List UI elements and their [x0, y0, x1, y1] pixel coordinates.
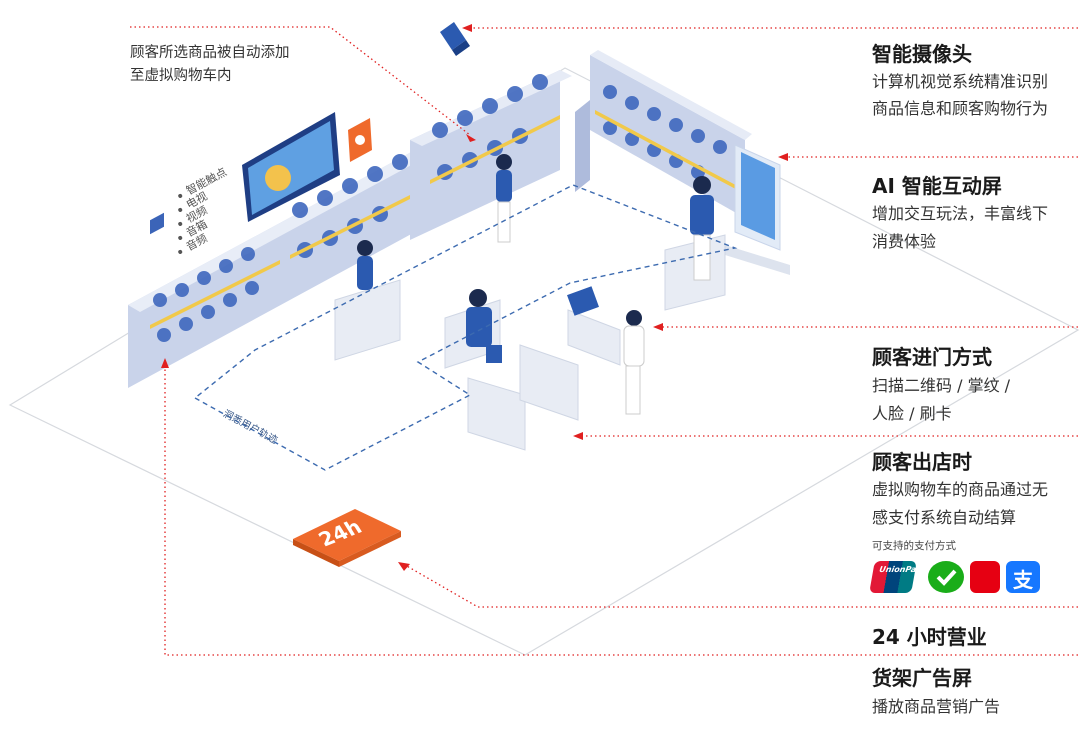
feature-desc-entry-1: 扫描二维码 / 掌纹 /	[872, 376, 1011, 395]
shelf-ad-screens	[150, 110, 745, 329]
qr-sign	[567, 286, 599, 316]
feature-title-ai-screen: AI 智能互动屏	[872, 174, 1002, 198]
callout-arrows	[161, 24, 788, 571]
speaker	[348, 118, 372, 162]
person-shopper-gate	[623, 310, 645, 415]
feature-desc-exit-1: 虚拟购物车的商品通过无	[872, 480, 1049, 499]
feature-title-camera: 智能摄像头	[872, 42, 972, 66]
person-shopper-kiosk	[690, 176, 714, 281]
feature-title-24h: 24 小时营业	[872, 625, 987, 649]
feature-desc-ai-screen-1: 增加交互玩法，丰富线下	[872, 204, 1049, 223]
person-shopper-left	[357, 240, 373, 290]
person-shopper-center	[466, 289, 502, 363]
tv-screen	[242, 112, 340, 222]
feature-desc-camera-1: 计算机视觉系统精准识别	[872, 72, 1049, 91]
callout-lines	[130, 26, 1078, 656]
feature-title-shelf-ads: 货架广告屏	[872, 666, 972, 690]
auto-add-note: 顾客所选商品被自动添加 至虚拟购物车内	[130, 42, 290, 88]
feature-title-exit: 顾客出店时	[872, 450, 972, 474]
24h-badge: 24h	[293, 509, 401, 569]
alipay-glyph: 支	[1013, 568, 1033, 592]
back-shelf	[410, 70, 572, 240]
feature-title-entry: 顾客进门方式	[872, 345, 992, 369]
wechat-pay-icon	[928, 561, 964, 593]
ai-kiosk	[725, 144, 790, 275]
feature-desc-ai-screen-2: 消费体验	[872, 232, 937, 251]
feature-desc-exit-2: 感支付系统自动结算	[872, 508, 1017, 527]
auto-add-note-line2: 至虚拟购物车内	[130, 68, 232, 84]
person-shopper-back	[496, 154, 512, 243]
camera	[440, 22, 470, 56]
feature-desc-camera-2: 商品信息和顾客购物行为	[872, 99, 1049, 118]
unionpay-logo-text: UnionPay	[878, 565, 922, 574]
right-shelf	[575, 50, 752, 218]
customer-trajectory	[194, 184, 738, 471]
quickpass-icon	[970, 561, 1000, 593]
feature-desc-entry-2: 人脸 / 刷卡	[872, 404, 952, 423]
alipay-icon: 支	[1006, 561, 1040, 593]
payment-methods-label: 可支持的支付方式	[872, 540, 956, 552]
auto-add-note-line1: 顾客所选商品被自动添加	[130, 45, 290, 61]
entrance-gates	[334, 234, 726, 451]
feature-desc-shelf-ads-1: 播放商品营销广告	[872, 697, 1001, 716]
device-list: 智能触点 电视 视频 音箱 音频	[178, 165, 258, 260]
unionpay-icon: UnionPay	[869, 561, 922, 593]
